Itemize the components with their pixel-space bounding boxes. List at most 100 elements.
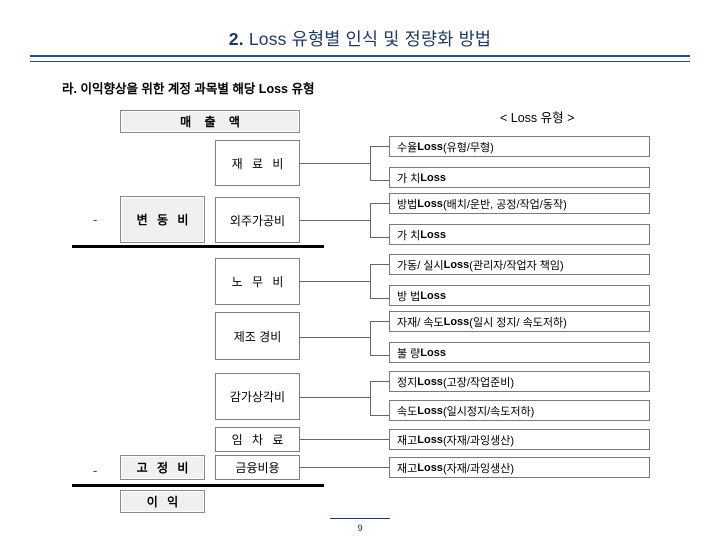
loss-box-6-bold: Loss	[420, 289, 446, 302]
connector-outsourcing-horizontal	[300, 220, 370, 221]
box-account-manufacturing-expense-label: 제조 경비	[233, 329, 282, 344]
connector-material-horizontal	[300, 163, 370, 164]
loss-box-9-tail: (고장/작업준비)	[442, 376, 515, 389]
loss-box-10-bold: Loss	[417, 404, 443, 417]
loss-box-11-bold: Loss	[417, 433, 443, 446]
connector-manufacturing-branch-top	[370, 321, 389, 322]
connector-depreciation-branch-top	[370, 381, 389, 382]
page-title: 2. Loss 유형별 인식 및 정량화 방법	[0, 26, 720, 51]
loss-box-7: 자재/ 속도 Loss (일시 정지/ 속도저하)	[389, 311, 650, 332]
loss-box-3-bold: Loss	[417, 197, 443, 210]
loss-box-11-tail: (자재/과잉생산)	[442, 434, 515, 447]
loss-box-7-bold: Loss	[443, 315, 470, 328]
minus-sign-variable: -	[93, 212, 98, 227]
loss-box-12-tail: (자재/과잉생산)	[442, 462, 515, 475]
connector-labor-branch-bottom	[370, 298, 389, 299]
loss-box-8: 불 량 Loss	[389, 342, 650, 363]
connector-material-branch-bottom	[370, 180, 389, 181]
loss-box-11-head: 재고	[397, 434, 418, 447]
connector-labor-vertical	[370, 264, 371, 298]
loss-box-7-tail: (일시 정지/ 속도저하)	[469, 316, 567, 329]
loss-box-5-bold: Loss	[443, 258, 470, 271]
box-account-financial-cost-label: 금융비용	[235, 461, 280, 475]
loss-box-2: 가 치 Loss	[389, 167, 650, 188]
loss-box-5: 가동/ 실시 Loss (관리자/작업자 책임)	[389, 254, 650, 275]
loss-box-2-bold: Loss	[420, 171, 446, 184]
loss-box-8-head: 불 량	[397, 347, 421, 360]
divider-variable-cost	[72, 245, 324, 248]
divider-fixed-cost	[72, 484, 324, 487]
box-account-rent: 임 차 료	[215, 427, 300, 452]
connector-depreciation-horizontal	[300, 397, 370, 398]
page-title-number: 2.	[228, 29, 244, 49]
loss-box-9: 정지 Loss (고장/작업준비)	[389, 371, 650, 392]
loss-box-12-bold: Loss	[417, 461, 443, 474]
loss-box-3-head: 방법	[397, 198, 418, 211]
loss-box-5-tail: (관리자/작업자 책임)	[469, 259, 564, 272]
loss-box-12-head: 재고	[397, 462, 418, 475]
loss-box-5-head: 가동/ 실시	[397, 259, 444, 272]
loss-box-4: 가 치 Loss	[389, 224, 650, 245]
box-variable-cost-label: 변 동 비	[136, 213, 192, 227]
loss-box-4-bold: Loss	[420, 228, 446, 241]
loss-box-1-head: 수율	[397, 141, 418, 154]
loss-box-3: 방법 Loss (배치/운반, 공정/작업/동작)	[389, 193, 650, 214]
connector-manufacturing-horizontal	[300, 337, 370, 338]
box-account-rent-label: 임 차 료	[231, 433, 287, 447]
section-heading: 라. 이익향상을 위한 계정 과목별 해당 Loss 유형	[62, 82, 315, 96]
box-account-labor: 노 무 비	[215, 258, 300, 305]
box-account-outsourcing-label: 외주가공비	[229, 213, 286, 228]
loss-box-8-bold: Loss	[420, 346, 446, 359]
loss-box-6: 방 법 Loss	[389, 285, 650, 306]
loss-box-7-head: 자재/ 속도	[397, 316, 444, 329]
connector-material-vertical	[370, 146, 371, 180]
title-divider	[30, 55, 690, 62]
connector-financial-horizontal	[300, 467, 389, 468]
connector-outsourcing-branch-top	[370, 203, 389, 204]
connector-labor-horizontal	[300, 281, 370, 282]
loss-box-1-tail: (유형/무형)	[442, 141, 494, 154]
loss-box-10: 속도 Loss (일시정지/속도저하)	[389, 400, 650, 421]
loss-box-1: 수율 Loss (유형/무형)	[389, 136, 650, 157]
connector-manufacturing-branch-bottom	[370, 355, 389, 356]
box-profit: 이 익	[120, 490, 205, 513]
loss-box-9-head: 정지	[397, 376, 418, 389]
connector-depreciation-vertical	[370, 381, 371, 415]
minus-sign-fixed: -	[93, 463, 98, 478]
loss-box-10-tail: (일시정지/속도저하)	[442, 405, 535, 418]
page-number: 9	[357, 523, 363, 534]
box-account-material: 재 료 비	[215, 140, 300, 186]
footer-divider	[330, 518, 390, 519]
box-account-labor-label: 노 무 비	[231, 275, 287, 289]
box-account-outsourcing: 외주가공비	[215, 197, 300, 243]
connector-depreciation-branch-bottom	[370, 415, 389, 416]
connector-rent-horizontal	[300, 439, 389, 440]
connector-outsourcing-branch-bottom	[370, 237, 389, 238]
loss-box-1-bold: Loss	[417, 140, 443, 153]
loss-box-3-tail: (배치/운반, 공정/작업/동작)	[442, 198, 567, 211]
loss-box-10-head: 속도	[397, 405, 418, 418]
box-variable-cost: 변 동 비	[120, 196, 205, 243]
loss-box-12: 재고 Loss(자재/과잉생산)	[389, 457, 650, 478]
box-revenue: 매 출 액	[120, 110, 300, 133]
loss-column-caption: < Loss 유형 >	[500, 111, 575, 125]
loss-box-6-head: 방 법	[397, 290, 421, 303]
box-account-financial-cost: 금융비용	[215, 455, 300, 480]
page-title-text: Loss 유형별 인식 및 정량화 방법	[243, 29, 492, 49]
connector-labor-branch-top	[370, 264, 389, 265]
connector-outsourcing-vertical	[370, 203, 371, 237]
loss-box-2-head: 가 치	[397, 172, 421, 185]
box-account-material-label: 재 료 비	[231, 156, 287, 171]
box-fixed-cost-label: 고 정 비	[136, 461, 192, 475]
box-fixed-cost: 고 정 비	[120, 455, 205, 480]
loss-box-9-bold: Loss	[417, 375, 443, 388]
box-account-manufacturing-expense: 제조 경비	[215, 312, 300, 360]
connector-material-branch-top	[370, 146, 389, 147]
loss-box-11: 재고 Loss (자재/과잉생산)	[389, 429, 650, 450]
loss-box-4-head: 가 치	[397, 229, 421, 242]
connector-manufacturing-vertical	[370, 321, 371, 355]
box-revenue-label: 매 출 액	[180, 115, 245, 129]
box-account-depreciation: 감가상각비	[215, 373, 300, 420]
box-account-depreciation-label: 감가상각비	[229, 390, 286, 404]
box-profit-label: 이 익	[146, 495, 182, 509]
